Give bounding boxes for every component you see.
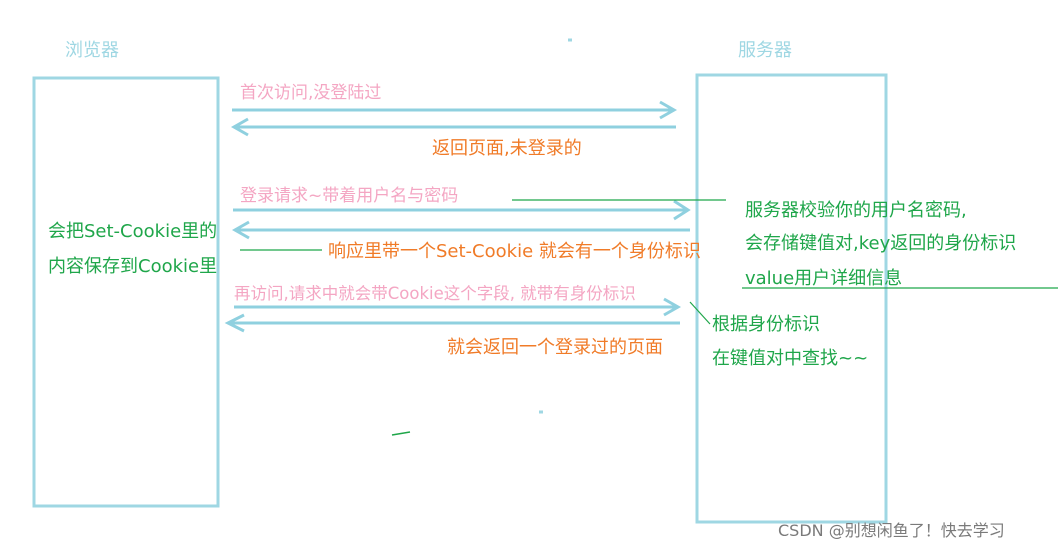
arrow-login-request (233, 199, 691, 221)
watermark: CSDN @别想闲鱼了！快去学习 (778, 521, 1005, 540)
browser-note-line2: 内容保存到Cookie里 (48, 256, 218, 277)
browser-box (32, 76, 220, 508)
message-return-page: 返回页面,未登录的 (432, 138, 582, 159)
lookup-note-line1: 根据身份标识 (712, 314, 820, 335)
arrow-revisit (234, 297, 682, 317)
stray-mark (391, 431, 411, 436)
arrow-logged-page (224, 313, 680, 333)
server-title: 服务器 (738, 40, 792, 61)
server-note-line2: 会存储键值对,key返回的身份标识 (745, 233, 1017, 254)
arrow-first-visit (232, 100, 678, 120)
browser-note-line1: 会把Set-Cookie里的 (48, 221, 218, 242)
message-login-request: 登录请求~带着用户名与密码 (240, 186, 459, 206)
arrow-set-cookie-response (231, 220, 690, 240)
server-note-line3: value用户详细信息 (745, 268, 903, 289)
browser-title: 浏览器 (65, 40, 119, 61)
server-note-line1: 服务器校验你的用户名密码, (745, 200, 967, 221)
message-revisit: 再访问,请求中就会带Cookie这个字段, 就带有身份标识 (234, 284, 636, 303)
message-logged-page: 就会返回一个登录过的页面 (447, 337, 663, 358)
message-first-visit: 首次访问,没登陆过 (240, 83, 382, 103)
message-set-cookie-response: 响应里带一个Set-Cookie 就会有一个身份标识 (328, 241, 701, 262)
lookup-note-line2: 在键值对中查找~~ (712, 348, 869, 369)
connector-lookup-note (689, 301, 711, 325)
server-box (695, 73, 888, 524)
arrow-return-page (230, 117, 676, 137)
